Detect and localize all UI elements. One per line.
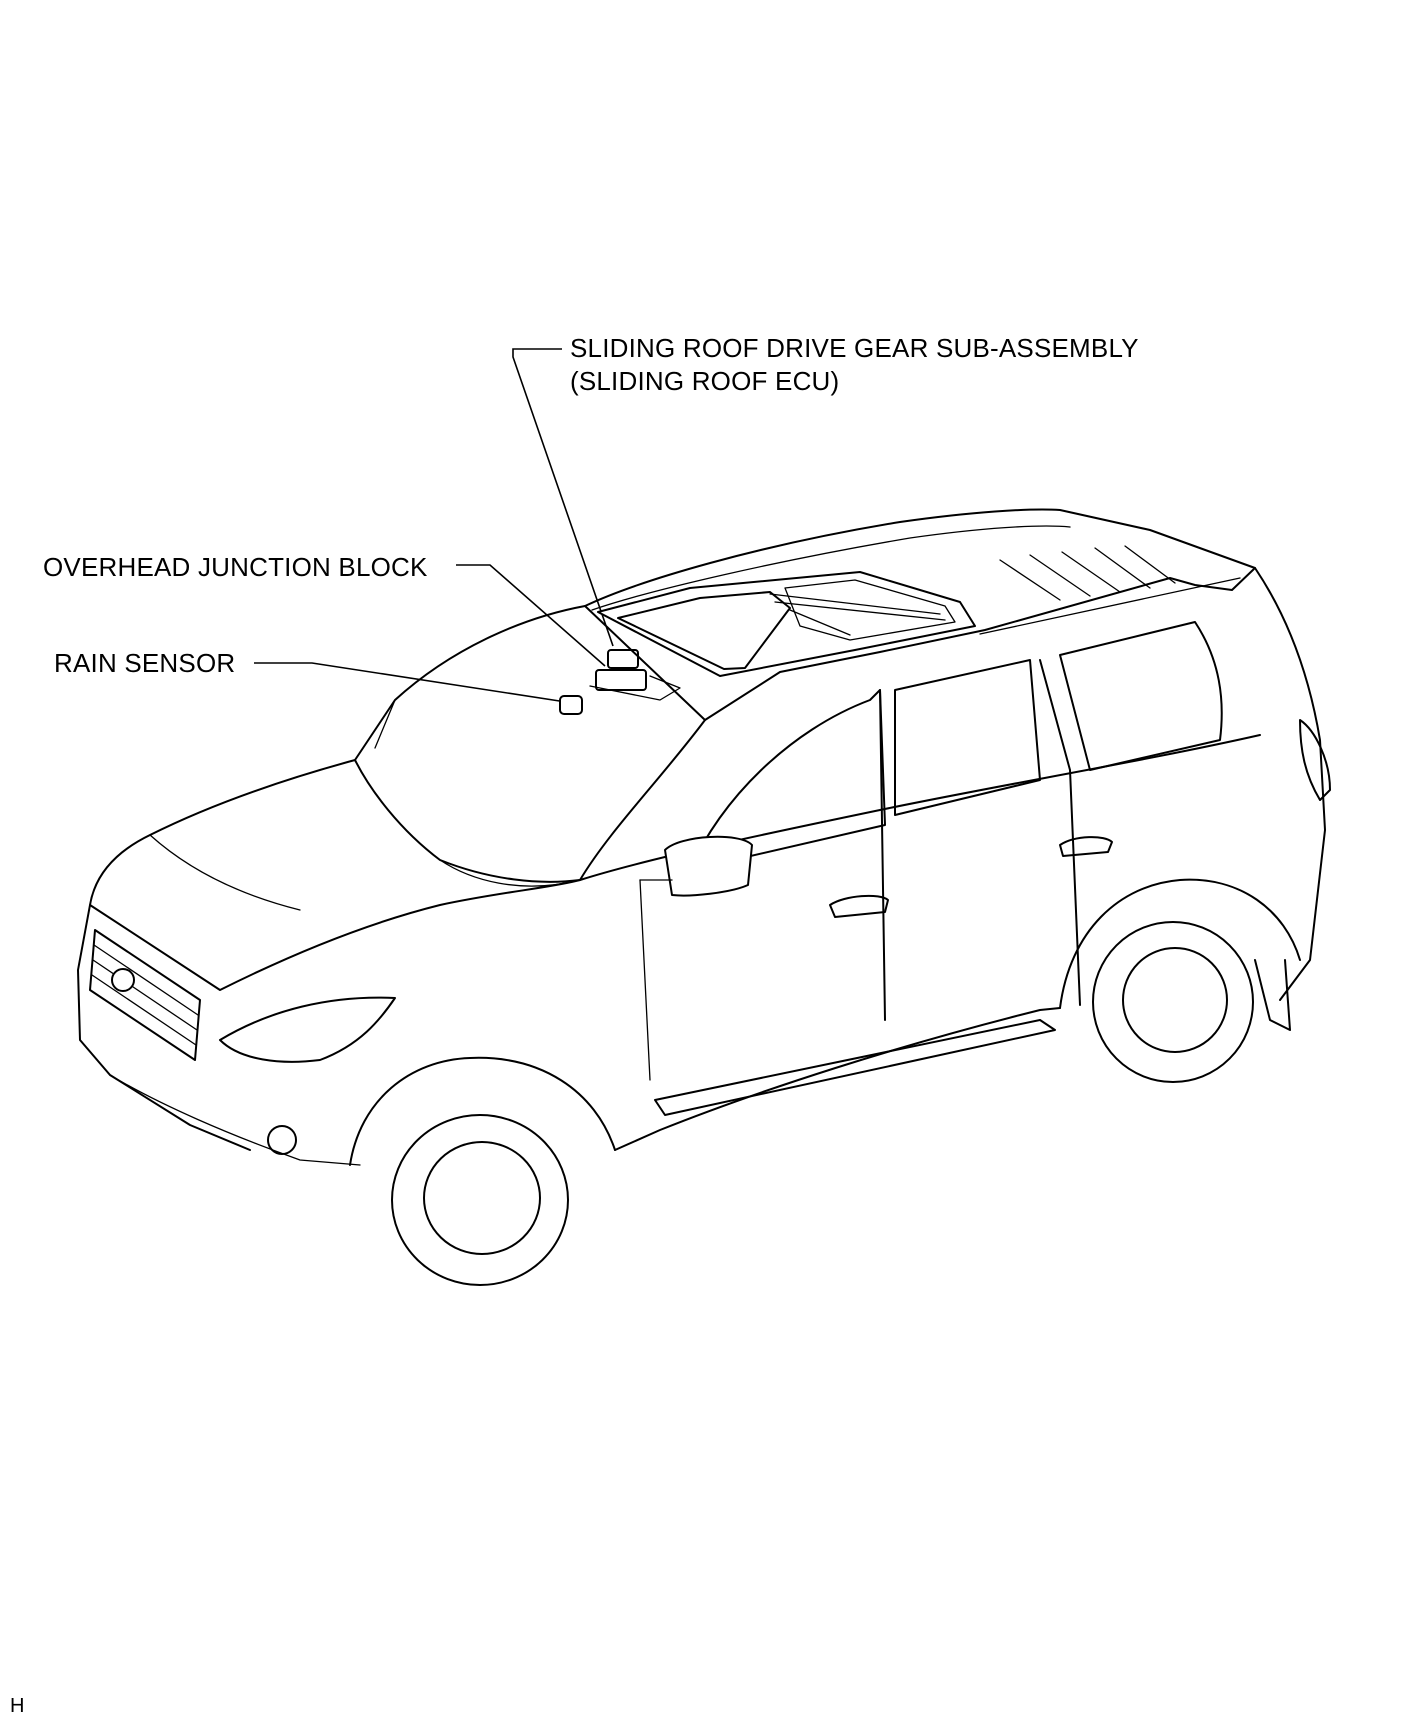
callouts: SLIDING ROOF DRIVE GEAR SUB-ASSEMBLY (SL… (43, 333, 1139, 703)
brand-emblem (111, 968, 135, 992)
tail-lamp (1299, 719, 1331, 801)
overhead-junction-block-part (595, 669, 647, 691)
front-bumper-lower (109, 1074, 361, 1166)
rear-tire (1092, 921, 1254, 1083)
corner-code: H (10, 1695, 24, 1717)
front-fascia (77, 904, 251, 1151)
mud-flap (1254, 959, 1291, 1031)
front-tire (391, 1114, 569, 1286)
sunroof-track-lines (769, 593, 946, 636)
a-pillar (374, 699, 396, 749)
suv-illustration (77, 508, 1331, 1286)
roof-ribs (999, 545, 1176, 601)
rear-body (1254, 567, 1326, 1001)
headlamp (219, 996, 396, 1063)
rear-door-handle (1059, 836, 1113, 857)
b-pillar (879, 689, 886, 1021)
sunroof-glass-front (617, 591, 791, 670)
grille (89, 929, 201, 1061)
front-door-line (639, 879, 651, 1081)
rear-door-window (894, 659, 1041, 816)
hood-crease (149, 834, 581, 911)
label-rain-sensor: RAIN SENSOR (54, 648, 235, 678)
leader-rain-sensor (254, 662, 567, 703)
sliding-roof-ecu-part (607, 649, 639, 669)
rear-rim (1122, 947, 1228, 1053)
front-wheel-arch (349, 1056, 616, 1166)
label-sliding-roof-drive-gear: SLIDING ROOF DRIVE GEAR SUB-ASSEMBLY (570, 333, 1139, 363)
leader-overhead-junction (456, 564, 606, 667)
sunroof-frame (597, 571, 976, 677)
roof-rail-left (591, 525, 1071, 611)
c-pillar (1039, 659, 1081, 1006)
body-side-lower (614, 1007, 1061, 1151)
rear-quarter-window (1059, 621, 1223, 771)
label-overhead-junction-block: OVERHEAD JUNCTION BLOCK (43, 552, 428, 582)
sunroof-glass-rear (784, 579, 956, 641)
front-rim (423, 1141, 541, 1255)
grille-bars (91, 944, 199, 1046)
leader-sliding-roof (512, 348, 614, 647)
side-mirror (664, 835, 753, 897)
label-sliding-roof-ecu: (SLIDING ROOF ECU) (570, 366, 839, 396)
running-board (654, 1019, 1056, 1116)
roof-outline (584, 508, 1256, 721)
rain-sensor-part (559, 695, 583, 715)
roof-rail-right (979, 577, 1241, 635)
windshield (354, 605, 706, 883)
front-door-handle (829, 894, 889, 918)
hood (89, 759, 581, 991)
rear-wheel-arch (1059, 878, 1301, 1009)
belt-line (579, 734, 1261, 881)
